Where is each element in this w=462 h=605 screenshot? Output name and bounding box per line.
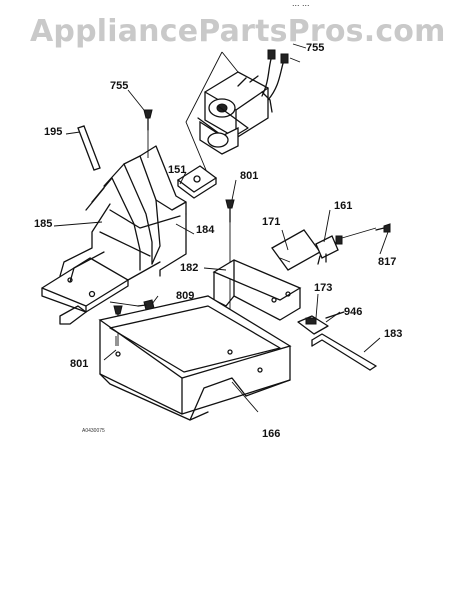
callout-755-left: 755	[110, 80, 129, 92]
callout-182: 182	[180, 262, 199, 274]
callout-173: 173	[314, 282, 333, 294]
bracket-182	[212, 259, 302, 321]
element-183	[297, 311, 377, 371]
callout-166: 166	[262, 428, 281, 440]
switch-plate	[271, 229, 321, 271]
drip-pan	[98, 295, 292, 421]
callout-801-top: 801	[240, 170, 259, 182]
diagram-code: A0430075	[82, 428, 105, 434]
motor-assembly	[197, 71, 273, 155]
callout-801-bottom: 801	[70, 358, 89, 370]
callout-817: 817	[378, 256, 397, 268]
base-bracket	[41, 145, 187, 325]
callout-185: 185	[34, 218, 53, 230]
callout-171: 171	[262, 216, 281, 228]
callout-151: 151	[168, 164, 187, 176]
callout-183: 183	[384, 328, 403, 340]
callout-161: 161	[334, 200, 353, 212]
callout-195: 195	[44, 126, 63, 138]
motor-plate	[176, 165, 218, 199]
leader-lines	[53, 43, 389, 413]
callout-184: 184	[196, 224, 215, 236]
callout-809: 809	[176, 290, 195, 302]
guide-bar	[77, 125, 101, 171]
screw-755-left	[143, 109, 153, 158]
callout-755-top: 755	[306, 42, 325, 54]
top-fragment-text: ... ...	[292, 0, 310, 8]
switch-161	[315, 227, 377, 265]
callout-946: 946	[344, 306, 363, 318]
screw-817	[375, 223, 391, 233]
motor-wires	[261, 49, 301, 101]
watermark-text: AppliancePartsPros.com	[30, 14, 446, 49]
